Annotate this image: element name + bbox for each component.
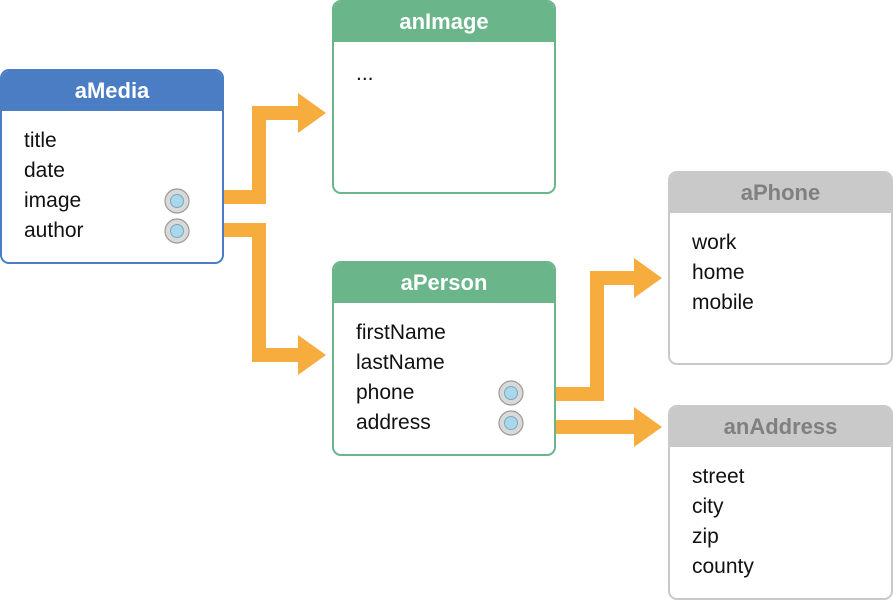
field-street: street (692, 462, 891, 492)
entity-aphone-title: aPhone (670, 173, 891, 213)
entity-anaddress-title: anAddress (670, 407, 891, 447)
field-label: author (24, 219, 84, 242)
field-label: ... (356, 62, 374, 85)
field-label: street (692, 465, 745, 488)
arrow-image-to-animage (194, 106, 300, 204)
field-label: city (692, 495, 724, 518)
field-work: work (692, 228, 891, 258)
field-label: county (692, 555, 754, 578)
arrowhead-anaddress (634, 407, 662, 447)
field-label: home (692, 261, 745, 284)
entity-amedia-title: aMedia (2, 71, 222, 111)
field-mobile: mobile (692, 288, 891, 318)
field-label: phone (356, 381, 415, 404)
entity-animage-title: anImage (334, 2, 554, 42)
field-label: address (356, 411, 431, 434)
entity-aperson-fields: firstName lastName phone address (334, 303, 554, 438)
arrowhead-animage (298, 93, 326, 133)
entity-amedia[interactable]: aMedia title date image author (0, 69, 224, 264)
entity-aphone[interactable]: aPhone work home mobile (668, 171, 893, 365)
entity-amedia-fields: title date image author (2, 111, 222, 246)
entity-anaddress[interactable]: anAddress street city zip county (668, 405, 893, 600)
arrow-author-to-aperson (194, 223, 300, 362)
field-label: image (24, 189, 82, 212)
field-ellipsis: ... (356, 59, 554, 89)
field-label: firstName (356, 321, 446, 344)
field-lastname: lastName (356, 348, 554, 378)
field-label: mobile (692, 291, 754, 314)
field-author: author (24, 216, 222, 246)
entity-animage[interactable]: anImage ... (332, 0, 556, 194)
field-label: work (692, 231, 737, 254)
arrowhead-aphone (634, 258, 662, 298)
relationship-knob-icon[interactable] (498, 410, 524, 436)
field-home: home (692, 258, 891, 288)
relationship-knob-icon[interactable] (164, 188, 190, 214)
field-label: lastName (356, 351, 445, 374)
field-firstname: firstName (356, 318, 554, 348)
entity-animage-fields: ... (334, 42, 554, 89)
entity-aperson[interactable]: aPerson firstName lastName phone address (332, 261, 556, 456)
field-title: title (24, 126, 222, 156)
field-date: date (24, 156, 222, 186)
field-zip: zip (692, 522, 891, 552)
field-image: image (24, 186, 222, 216)
field-phone: phone (356, 378, 554, 408)
field-label: title (24, 129, 57, 152)
field-address: address (356, 408, 554, 438)
entity-aperson-title: aPerson (334, 263, 554, 303)
relationship-knob-icon[interactable] (164, 218, 190, 244)
field-label: date (24, 159, 65, 182)
field-city: city (692, 492, 891, 522)
relationship-knob-icon[interactable] (498, 380, 524, 406)
entity-anaddress-fields: street city zip county (670, 447, 891, 582)
arrowhead-aperson (298, 335, 326, 375)
arrow-phone-to-aphone (530, 271, 637, 401)
entity-aphone-fields: work home mobile (670, 213, 891, 318)
field-label: zip (692, 525, 719, 548)
field-county: county (692, 552, 891, 582)
